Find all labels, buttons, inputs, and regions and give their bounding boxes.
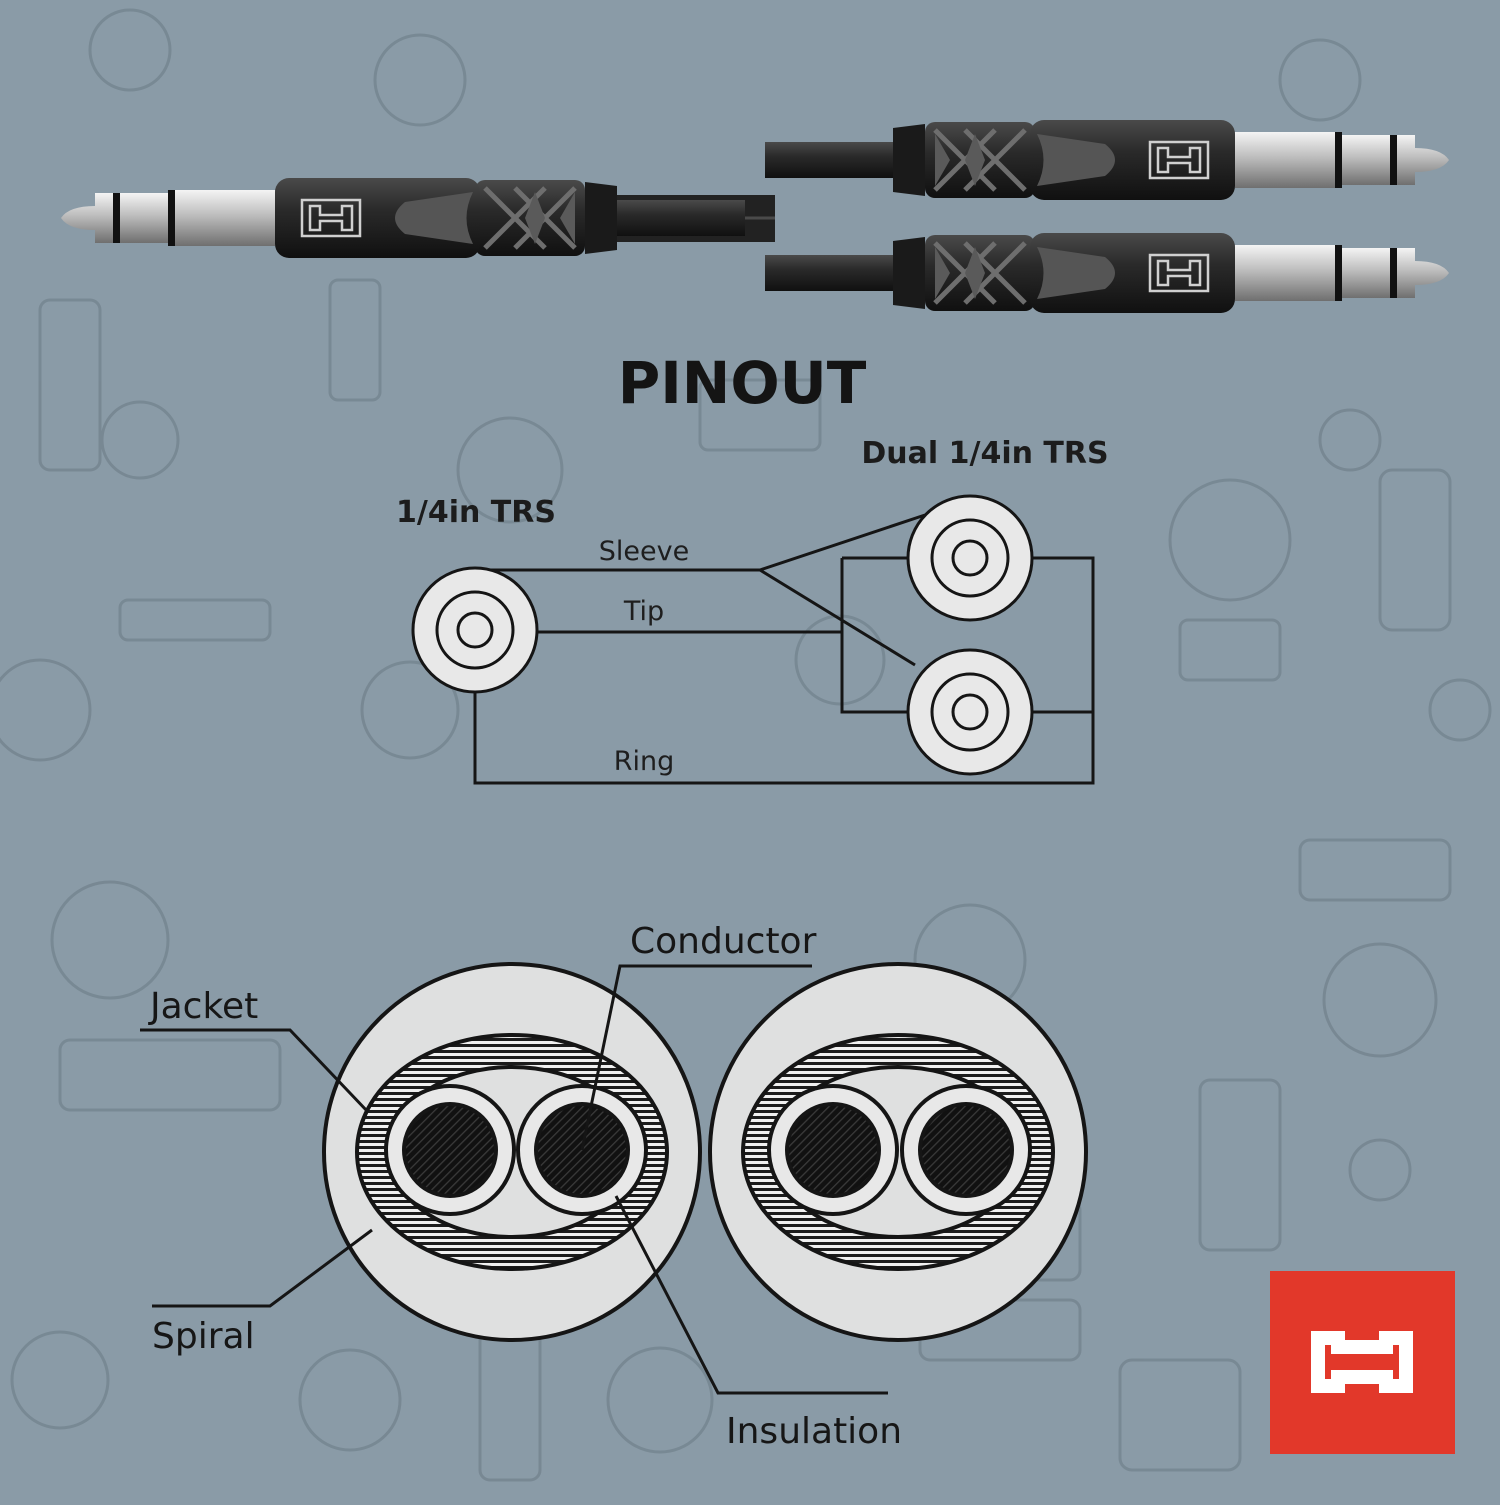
right-connector-label: Dual 1/4in TRS [861,436,1108,471]
single-trs-plug [61,178,775,258]
trs-jack-right-bottom [906,648,1034,776]
left-connector-label: 1/4in TRS [396,495,556,530]
sleeve-label: Sleeve [599,536,689,567]
spiral-label: Spiral [152,1316,255,1357]
trs-plug-icon [61,178,745,258]
jacket-label: Jacket [148,986,258,1027]
trs-plug-icon [765,120,1449,200]
trs-plug-icon [765,233,1449,313]
trs-jack-left [411,566,539,694]
tip-label: Tip [623,596,664,627]
pinout-title: PINOUT [618,349,867,417]
callout-lines [140,964,888,1395]
conductor-label: Conductor [630,921,817,962]
trs-jack-right-top [906,494,1034,622]
cable-cross-section [322,962,1088,1342]
hosa-logo-icon [1270,1271,1455,1454]
ring-label: Ring [614,746,675,777]
dual-trs-plugs [765,120,1449,313]
insulation-label: Insulation [726,1411,902,1452]
